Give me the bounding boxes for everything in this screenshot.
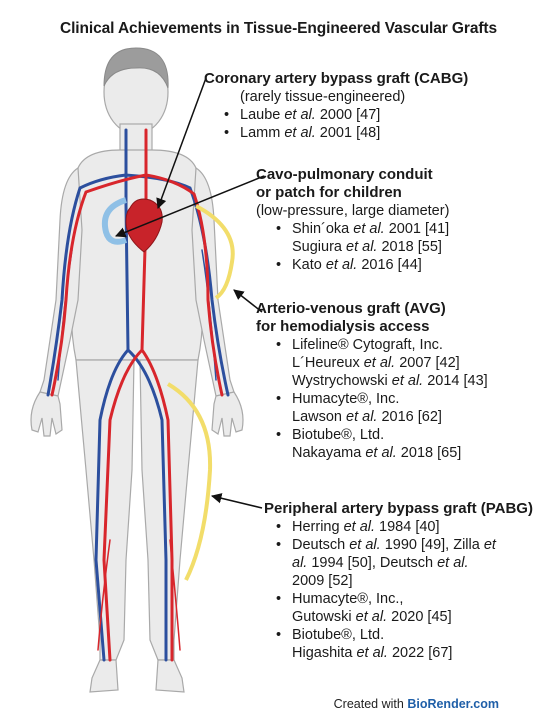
avg-ref-3: Biotube®, Ltd. Nakayama et al. 2018 [65] [272,426,488,462]
cabg-heading: Coronary artery bypass graft (CABG) [204,70,468,88]
left-hand [31,392,62,436]
body-silhouette [31,50,243,692]
cavo-ref-1: Shin´oka et al. 2001 [41] Sugiura et al.… [272,220,449,256]
right-leg [140,360,198,660]
cavo-ref-2: Kato et al. 2016 [44] [272,256,449,274]
pabg-annotation: Peripheral artery bypass graft (PABG) He… [264,500,533,662]
biorender-credit: Created with BioRender.com [334,697,499,711]
avg-heading-2: for hemodialysis access [256,318,488,336]
avg-heading-1: Arterio-venous graft (AVG) [256,300,488,318]
cavo-annotation: Cavo-pulmonary conduit or patch for chil… [256,166,449,274]
avg-annotation: Arterio-venous graft (AVG) for hemodialy… [256,300,488,462]
pabg-ref-2: Deutsch et al. 1990 [49], Zilla et al. 1… [272,536,533,590]
left-foot [90,660,118,692]
right-hand [212,392,243,436]
pabg-heading: Peripheral artery bypass graft (PABG) [264,500,533,518]
right-foot [156,660,184,692]
torso [72,150,203,360]
cavo-heading-2: or patch for children [256,184,449,202]
biorender-link[interactable]: BioRender.com [407,697,499,711]
cabg-annotation: Coronary artery bypass graft (CABG) (rar… [204,70,468,142]
pabg-ref-1: Herring et al. 1984 [40] [272,518,533,536]
cabg-ref-2: Lamm et al. 2001 [48] [220,124,468,142]
pabg-ref-4: Biotube®, Ltd. Higashita et al. 2022 [67… [272,626,533,662]
cavo-heading-1: Cavo-pulmonary conduit [256,166,449,184]
cabg-subtitle: (rarely tissue-engineered) [204,88,468,106]
cabg-ref-1: Laube et al. 2000 [47] [220,106,468,124]
cavo-subtitle: (low-pressure, large diameter) [256,202,449,220]
avg-ref-1: Lifeline® Cytograft, Inc. L´Heureux et a… [272,336,488,390]
pabg-ref-3: Humacyte®, Inc., Gutowski et al. 2020 [4… [272,590,533,626]
avg-ref-2: Humacyte®, Inc. Lawson et al. 2016 [62] [272,390,488,426]
